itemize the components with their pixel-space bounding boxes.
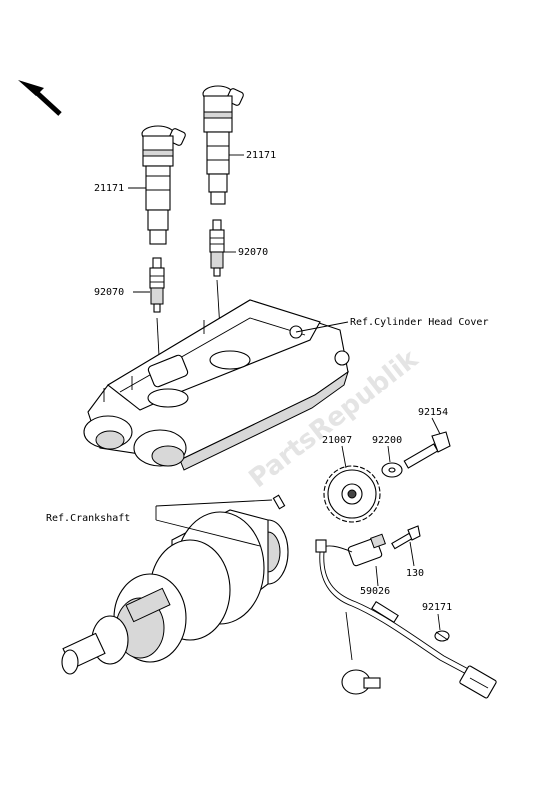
label-bolt-small: 130: [406, 568, 424, 579]
label-plug-right: 92070: [238, 247, 268, 258]
leader-bolt-small: [409, 541, 415, 567]
harness-clamp[interactable]: [434, 630, 450, 642]
timing-rotor[interactable]: [323, 465, 381, 523]
label-clamp: 92171: [422, 602, 452, 613]
ignition-coil-right[interactable]: [202, 85, 244, 205]
ignition-coil-left[interactable]: [141, 125, 186, 245]
label-sensor: 59026: [360, 586, 390, 597]
crankshaft: [61, 494, 289, 675]
leader-sensor: [375, 565, 379, 587]
front-direction-arrow-icon: [18, 80, 62, 116]
label-washer: 92200: [372, 435, 402, 446]
leader-bolt-top: [431, 417, 441, 435]
label-coil-left: 21171: [94, 183, 124, 194]
sensor-bolt[interactable]: [391, 525, 421, 550]
leader-clamp: [437, 613, 441, 631]
washer[interactable]: [381, 462, 403, 478]
cylinder-head-cover: [83, 299, 350, 471]
rotor-bolt[interactable]: [403, 431, 451, 469]
leader-crank-2: [155, 519, 261, 547]
spark-plug-left[interactable]: [149, 257, 165, 313]
label-plug-left: 92070: [94, 287, 124, 298]
crankshaft-sensor[interactable]: [315, 533, 386, 567]
spark-plug-right[interactable]: [209, 219, 225, 277]
label-ref-head-cover: Ref.Cylinder Head Cover: [350, 317, 488, 328]
leader-head-cover: [295, 321, 349, 333]
label-coil-right: 21171: [246, 150, 276, 161]
leader-rotor: [341, 445, 347, 469]
label-ref-crankshaft: Ref.Crankshaft: [46, 513, 130, 524]
label-rotor: 21007: [322, 435, 352, 446]
leader-crank-1: [155, 499, 273, 507]
leader-washer: [387, 445, 391, 463]
wiring-harness: [319, 551, 497, 699]
label-bolt-top: 92154: [418, 407, 448, 418]
